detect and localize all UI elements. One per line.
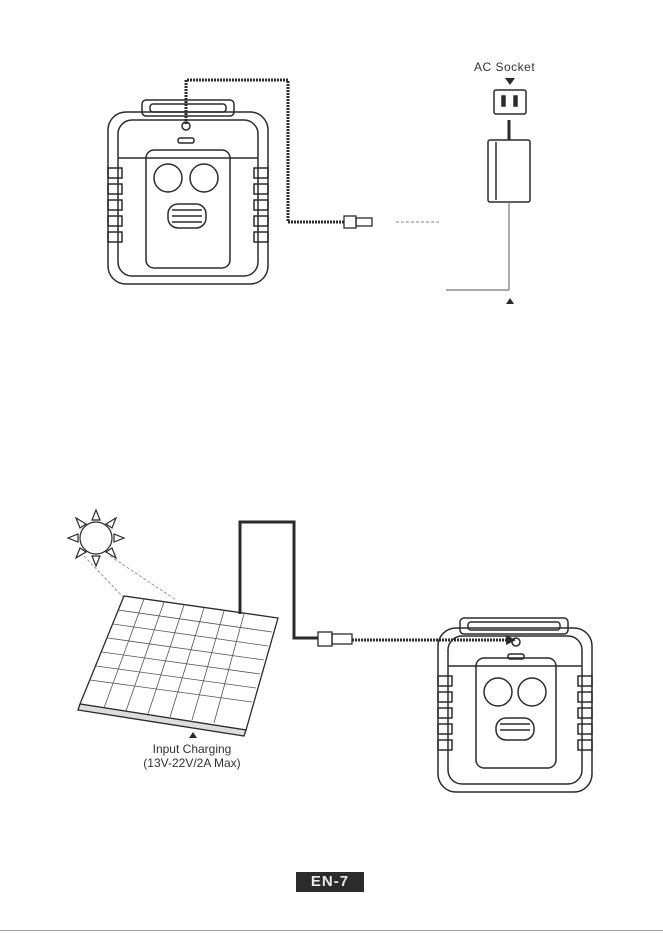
ac-socket-icon bbox=[494, 90, 526, 114]
arrow-down-icon bbox=[505, 78, 515, 85]
bottom-rule bbox=[0, 930, 663, 931]
solar-charging-diagram bbox=[0, 500, 663, 860]
solar-connector bbox=[318, 632, 352, 646]
arrow-up-icon bbox=[506, 298, 514, 304]
input-charging-label: Input Charging (13V-22V/2A Max) bbox=[126, 742, 258, 770]
ac-socket-label: AC Socket bbox=[474, 60, 535, 74]
dc-plug bbox=[344, 216, 372, 228]
input-charging-line2: (13V-22V/2A Max) bbox=[126, 756, 258, 770]
page-number-badge: EN-7 bbox=[296, 872, 364, 892]
input-charging-line1: Input Charging bbox=[126, 742, 258, 756]
power-station-bottom bbox=[438, 618, 592, 792]
ac-charging-diagram bbox=[0, 0, 663, 340]
solar-cable bbox=[240, 522, 318, 638]
ac-adapter bbox=[446, 120, 530, 290]
sun-icon bbox=[68, 510, 124, 566]
arrow-up-icon bbox=[189, 732, 197, 738]
power-station-top bbox=[108, 100, 268, 284]
solar-panel bbox=[78, 596, 278, 736]
